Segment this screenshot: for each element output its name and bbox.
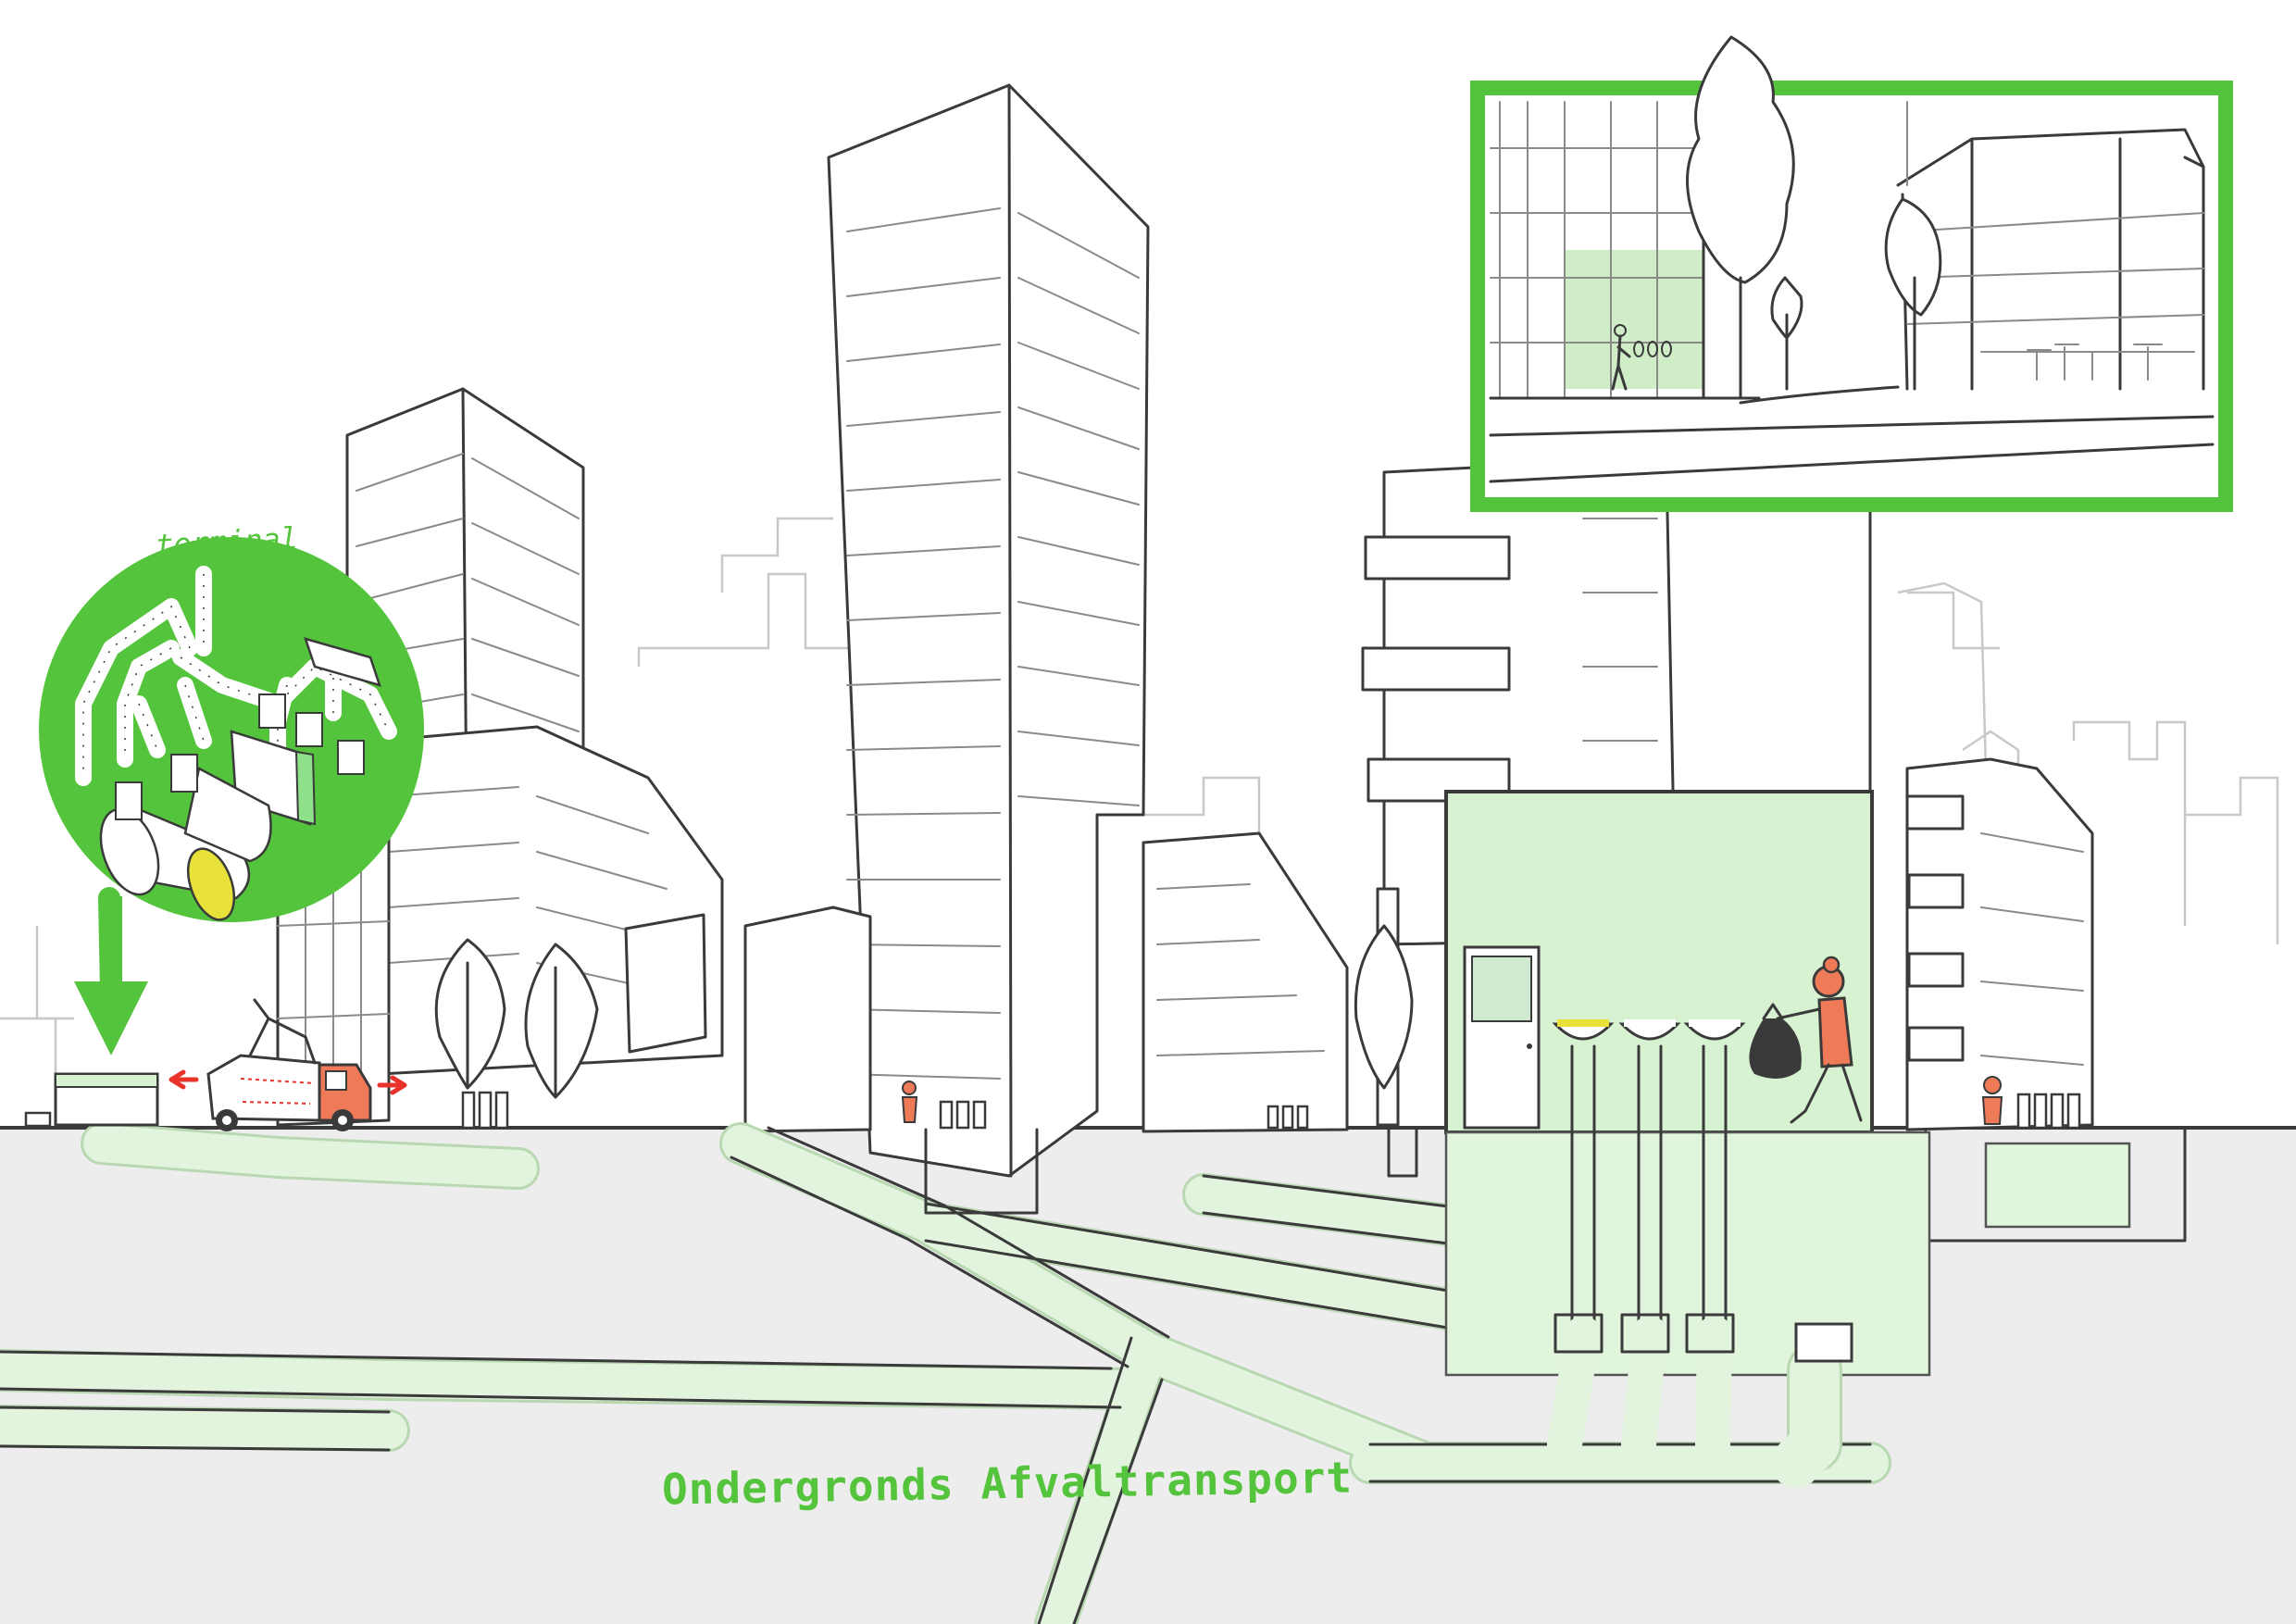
container-icon: [461, 1091, 2081, 1130]
person-icon: [1611, 324, 1672, 391]
tree-icon: [1770, 276, 1803, 391]
underground-pipe-network: [0, 1122, 1891, 1624]
building-central-tower: [827, 83, 1150, 1178]
tree-icon: [1686, 35, 1795, 400]
building-mid-low: [743, 831, 1349, 1133]
tree-icon: [1884, 197, 1942, 391]
small-figure: [901, 1076, 2003, 1125]
waste-inlet-3: [1683, 1019, 1746, 1335]
underground-container: [1984, 1142, 2131, 1229]
terminal-arrow: [74, 887, 148, 1056]
building-right-block: [1905, 757, 2094, 1131]
street-view-inset: [1470, 35, 2233, 512]
waste-inlet-1: [1552, 1019, 1615, 1335]
tree-icon: [1354, 924, 1414, 1090]
tree-icon: [434, 938, 506, 1090]
person-icon: [1776, 956, 1863, 1124]
terminal-label: terminal: [155, 519, 300, 564]
tank-icon: [99, 754, 272, 921]
waste-inlets: [1547, 1019, 1853, 1488]
waste-inlet-2: [1618, 1019, 1681, 1335]
container-icon: [230, 637, 381, 826]
waste-bag-icon: [1749, 1003, 1802, 1079]
terminal-circle: [39, 537, 424, 922]
waste-truck-icon: [168, 998, 407, 1131]
collection-building: [1444, 790, 1931, 1377]
tree-icon: [524, 943, 599, 1099]
container-icon: [24, 1072, 159, 1128]
